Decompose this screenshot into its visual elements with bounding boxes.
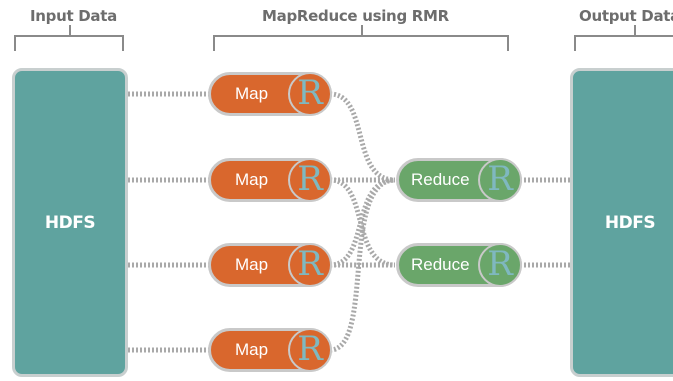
reduce-node-label: Reduce bbox=[411, 255, 470, 274]
output-hdfs-label: HDFS bbox=[604, 212, 656, 233]
reduce-node-1: Reduce R bbox=[396, 158, 522, 202]
link-map1-reduce1 bbox=[329, 91, 396, 183]
output-bracket bbox=[574, 25, 673, 51]
map-node-2: Map R bbox=[208, 158, 332, 202]
map-node-label: Map bbox=[235, 255, 269, 274]
link-map3-reduce1 bbox=[329, 177, 396, 268]
r-logo-icon: R bbox=[288, 72, 332, 116]
reduce-node-label: Reduce bbox=[411, 170, 470, 189]
map-node-label: Map bbox=[235, 170, 269, 189]
map-node-label: Map bbox=[235, 340, 269, 359]
r-logo-icon: R bbox=[288, 158, 332, 202]
map-node-3: Map R bbox=[208, 243, 332, 287]
r-logo-icon: R bbox=[288, 328, 332, 372]
map-node-4: Map R bbox=[208, 328, 332, 372]
input-bracket bbox=[14, 25, 124, 51]
input-hdfs-store: HDFS bbox=[12, 68, 128, 377]
mapreduce-bracket bbox=[213, 25, 509, 51]
r-logo-icon: R bbox=[288, 243, 332, 287]
map-node-label: Map bbox=[235, 84, 269, 103]
r-logo-icon: R bbox=[478, 243, 522, 287]
mapreduce-header: MapReduce using RMR bbox=[262, 7, 449, 25]
map-node-1: Map R bbox=[208, 72, 332, 116]
input-hdfs-label: HDFS bbox=[44, 212, 96, 233]
input-data-header: Input Data bbox=[30, 7, 117, 25]
reduce-node-2: Reduce R bbox=[396, 243, 522, 287]
output-data-header: Output Data bbox=[579, 7, 673, 25]
r-logo-icon: R bbox=[478, 158, 522, 202]
output-hdfs-store: HDFS bbox=[570, 68, 673, 377]
link-map4-reduce1 bbox=[329, 177, 396, 353]
